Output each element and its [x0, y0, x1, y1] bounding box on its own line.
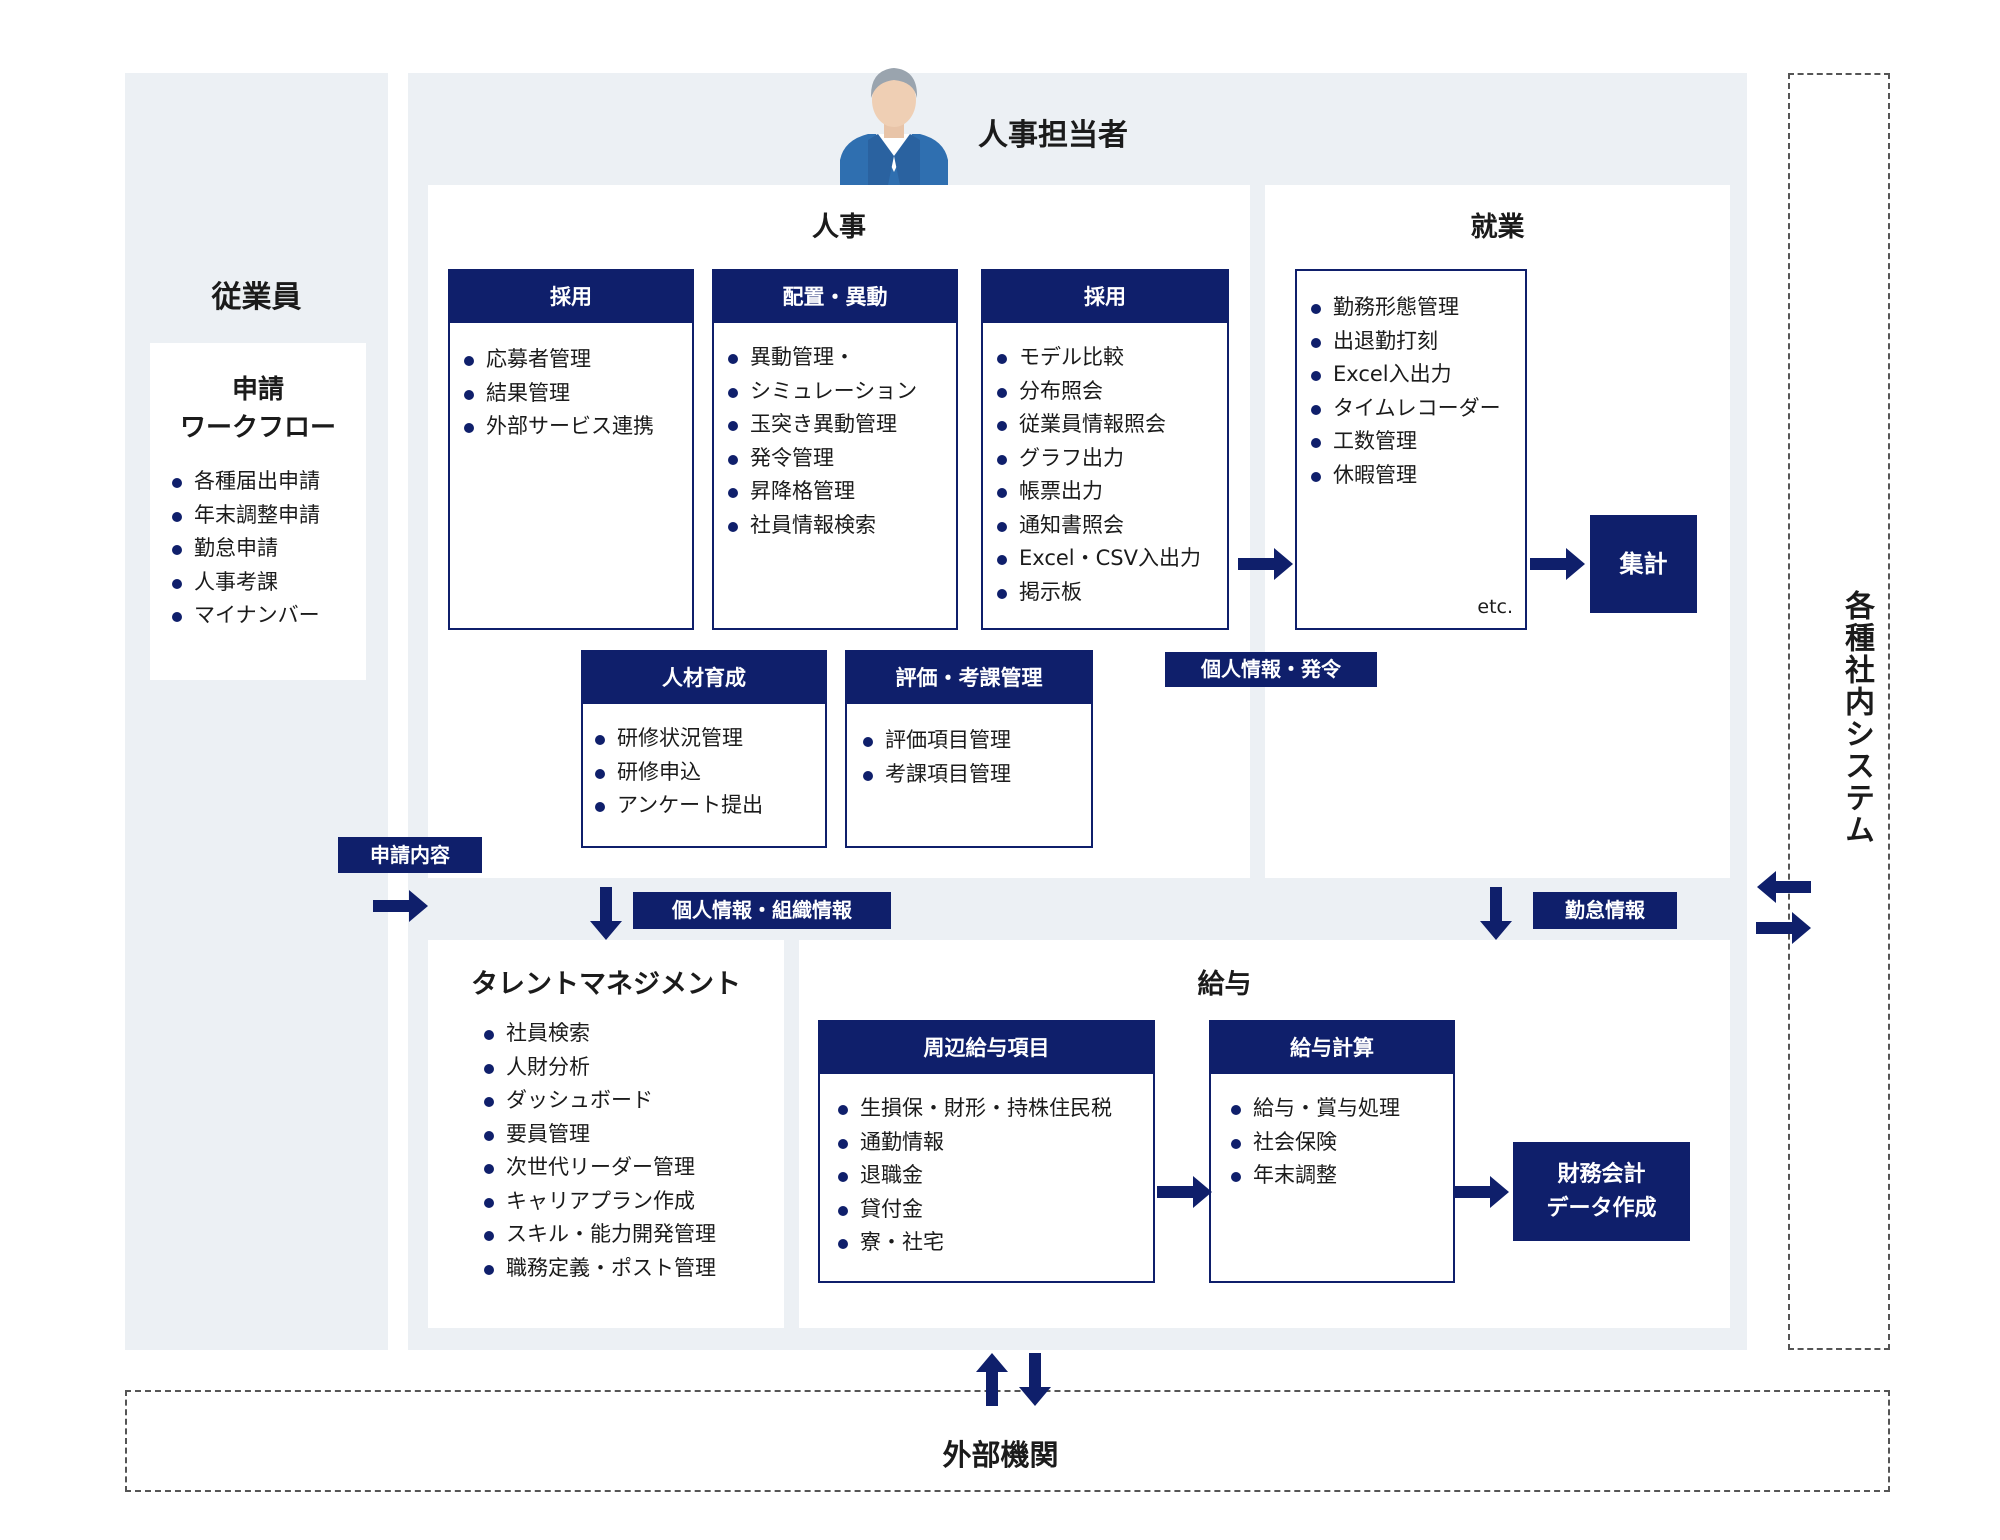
list-item: 給与・賞与処理 — [1231, 1092, 1453, 1126]
list-item: 結果管理 — [464, 377, 692, 411]
employee-title: 従業員 — [211, 280, 302, 315]
list-item: 年末調整申請 — [172, 499, 366, 533]
arrow-up-icon — [976, 1353, 1008, 1406]
module-recruit: 採用 応募者管理 結果管理 外部サービス連携 — [448, 269, 694, 630]
list-item: 分布照会 — [997, 375, 1227, 409]
list-item: 従業員情報照会 — [997, 408, 1227, 442]
list-item: 評価項目管理 — [863, 724, 1091, 758]
list-item: モデル比較 — [997, 341, 1227, 375]
arrow-right-icon — [1454, 1176, 1509, 1208]
arrow-right-icon — [1157, 1176, 1212, 1208]
finance-data-box: 財務会計 データ作成 — [1513, 1142, 1690, 1241]
internal-systems-label: 各種社内システム — [1839, 590, 1874, 846]
list-item: 研修状況管理 — [595, 722, 825, 756]
list-item: 休暇管理 — [1311, 459, 1525, 493]
list-item: 社会保険 — [1231, 1126, 1453, 1160]
module-training: 人材育成 研修状況管理 研修申込 アンケート提出 — [581, 650, 827, 848]
list-item: 寮・社宅 — [838, 1226, 1153, 1260]
list-item: スキル・能力開発管理 — [484, 1218, 784, 1252]
list-item: 掲示板 — [997, 576, 1227, 610]
list-item: 年末調整 — [1231, 1159, 1453, 1193]
workflow-list: 各種届出申請 年末調整申請 勤怠申請 人事考課 マイナンバー — [172, 465, 366, 633]
person-avatar-icon — [840, 68, 948, 185]
etc-label: etc. — [1477, 596, 1513, 618]
list-item: 勤怠申請 — [172, 532, 366, 566]
shugyo-title: 就業 — [1470, 212, 1525, 243]
jinji-title: 人事 — [812, 212, 866, 243]
list-item: グラフ出力 — [997, 442, 1227, 476]
list-item: 工数管理 — [1311, 425, 1525, 459]
employee-panel — [125, 73, 388, 1350]
list-item: アンケート提出 — [595, 789, 825, 823]
external-org-label: 外部機関 — [942, 1438, 1059, 1472]
list-item: キャリアプラン作成 — [484, 1185, 784, 1219]
arrow-right-icon — [1530, 548, 1585, 580]
list-item: 人事考課 — [172, 566, 366, 600]
list-item: マイナンバー — [172, 599, 366, 633]
list-item: シミュレーション — [728, 375, 956, 409]
list-item: 退職金 — [838, 1159, 1153, 1193]
label-personal-org: 個人情報・組織情報 — [633, 892, 891, 929]
list-item: 次世代リーダー管理 — [484, 1151, 784, 1185]
module-recruit-2: 採用 モデル比較 分布照会 従業員情報照会 グラフ出力 帳票出力 通知書照会 E… — [981, 269, 1229, 630]
module-placement: 配置・異動 異動管理・ シミュレーション 玉突き異動管理 発令管理 昇降格管理 … — [712, 269, 958, 630]
module-title: 配置・異動 — [714, 271, 956, 323]
list-item: 異動管理・ — [728, 341, 956, 375]
label-application-content: 申請内容 — [338, 837, 482, 873]
module-title: 周辺給与項目 — [820, 1022, 1153, 1074]
workflow-title: 申請 ワークフロー — [179, 375, 336, 443]
list-item: 貸付金 — [838, 1193, 1153, 1227]
list-item: 昇降格管理 — [728, 475, 956, 509]
talent-title: タレントマネジメント — [471, 969, 741, 1000]
list-item: Excel入出力 — [1311, 358, 1525, 392]
module-title: 評価・考課管理 — [847, 652, 1091, 704]
list-item: 研修申込 — [595, 756, 825, 790]
arrow-down-icon — [1480, 887, 1512, 940]
internal-systems-box — [1788, 73, 1890, 1350]
list-item: 考課項目管理 — [863, 758, 1091, 792]
list-item: ダッシュボード — [484, 1084, 784, 1118]
module-title: 採用 — [450, 271, 692, 323]
module-evaluation: 評価・考課管理 評価項目管理 考課項目管理 — [845, 650, 1093, 848]
module-title: 採用 — [983, 271, 1227, 323]
list-item: 社員検索 — [484, 1017, 784, 1051]
list-item: 応募者管理 — [464, 343, 692, 377]
external-org-box — [125, 1390, 1890, 1492]
label-personal-order: 個人情報・発令 — [1165, 652, 1377, 687]
shugyo-module: 勤務形態管理 出退勤打刻 Excel入出力 タイムレコーダー 工数管理 休暇管理… — [1295, 269, 1527, 630]
arrow-down-icon — [590, 887, 622, 940]
aggregate-box: 集計 — [1590, 515, 1697, 613]
list-item: 生損保・財形・持株住民税 — [838, 1092, 1153, 1126]
label-attendance: 勤怠情報 — [1533, 892, 1677, 929]
list-item: 通勤情報 — [838, 1126, 1153, 1160]
list-item: 要員管理 — [484, 1118, 784, 1152]
list-item: 玉突き異動管理 — [728, 408, 956, 442]
list-item: 勤務形態管理 — [1311, 291, 1525, 325]
hr-person-title: 人事担当者 — [978, 118, 1128, 153]
list-item: 発令管理 — [728, 442, 956, 476]
kyuyo-title: 給与 — [1197, 969, 1252, 1000]
list-item: 帳票出力 — [997, 475, 1227, 509]
arrow-right-icon — [1238, 548, 1293, 580]
arrow-left-icon — [1757, 871, 1811, 903]
list-item: 人財分析 — [484, 1051, 784, 1085]
list-item: 通知書照会 — [997, 509, 1227, 543]
list-item: 社員情報検索 — [728, 509, 956, 543]
list-item: 各種届出申請 — [172, 465, 366, 499]
module-payroll: 給与計算 給与・賞与処理 社会保険 年末調整 — [1209, 1020, 1455, 1283]
module-title: 給与計算 — [1211, 1022, 1453, 1074]
list-item: 出退勤打刻 — [1311, 325, 1525, 359]
list-item: タイムレコーダー — [1311, 392, 1525, 426]
arrow-right-icon — [1756, 912, 1811, 944]
talent-box: タレントマネジメント 社員検索 人財分析 ダッシュボード 要員管理 次世代リーダ… — [428, 940, 784, 1328]
workflow-box: 申請 ワークフロー 各種届出申請 年末調整申請 勤怠申請 人事考課 マイナンバー — [150, 343, 366, 680]
arrow-right-icon — [373, 890, 428, 922]
arrow-down-icon — [1019, 1353, 1051, 1406]
module-title: 人材育成 — [583, 652, 825, 704]
list-item: 外部サービス連携 — [464, 410, 692, 444]
list-item: Excel・CSV入出力 — [997, 542, 1227, 576]
module-peripheral-pay: 周辺給与項目 生損保・財形・持株住民税 通勤情報 退職金 貸付金 寮・社宅 — [818, 1020, 1155, 1283]
list-item: 職務定義・ポスト管理 — [484, 1252, 784, 1286]
